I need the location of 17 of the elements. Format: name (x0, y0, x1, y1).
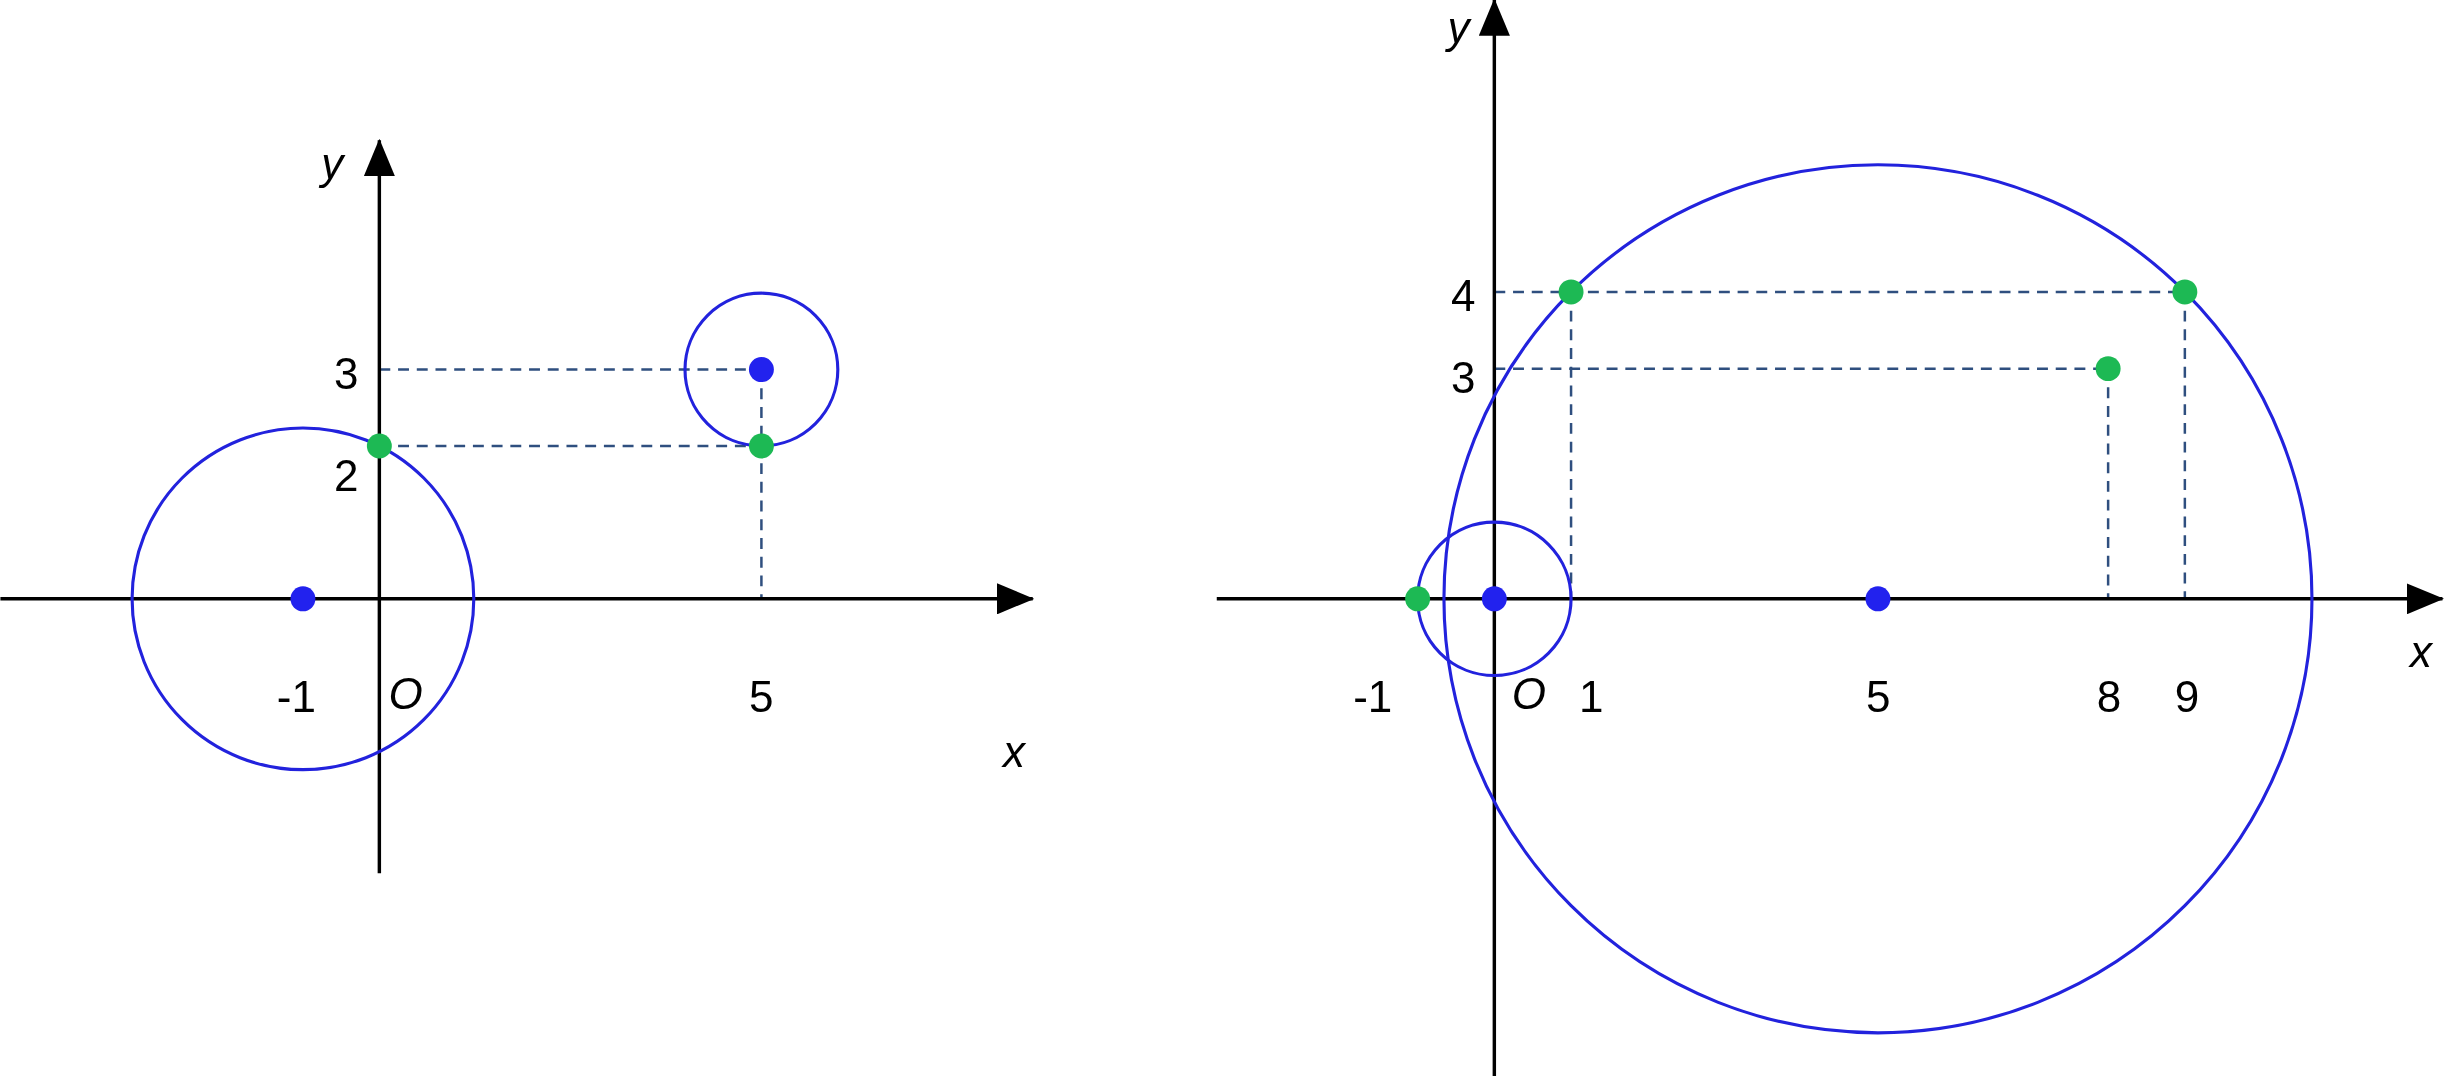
tick-label: 2 (334, 453, 359, 498)
tick-label: 3 (1451, 355, 1476, 400)
tick-label: -1 (1353, 675, 1393, 720)
tick-label: 4 (1451, 274, 1476, 319)
tick-label: 3 (334, 352, 359, 397)
tick-label: 9 (2174, 675, 2200, 720)
axis-label: x (2410, 630, 2433, 675)
axis-label: y (1447, 6, 1470, 51)
axis-label: y (321, 141, 344, 186)
tick-label: 1 (1578, 675, 1604, 720)
axis-label: x (1002, 729, 1025, 774)
origin-label: O (1511, 672, 1546, 717)
tick-label: 8 (2096, 675, 2122, 720)
tick-label: 5 (1865, 675, 1891, 720)
tick-label: -1 (276, 675, 316, 720)
origin-label: O (388, 672, 423, 717)
tick-label: 5 (749, 675, 774, 720)
